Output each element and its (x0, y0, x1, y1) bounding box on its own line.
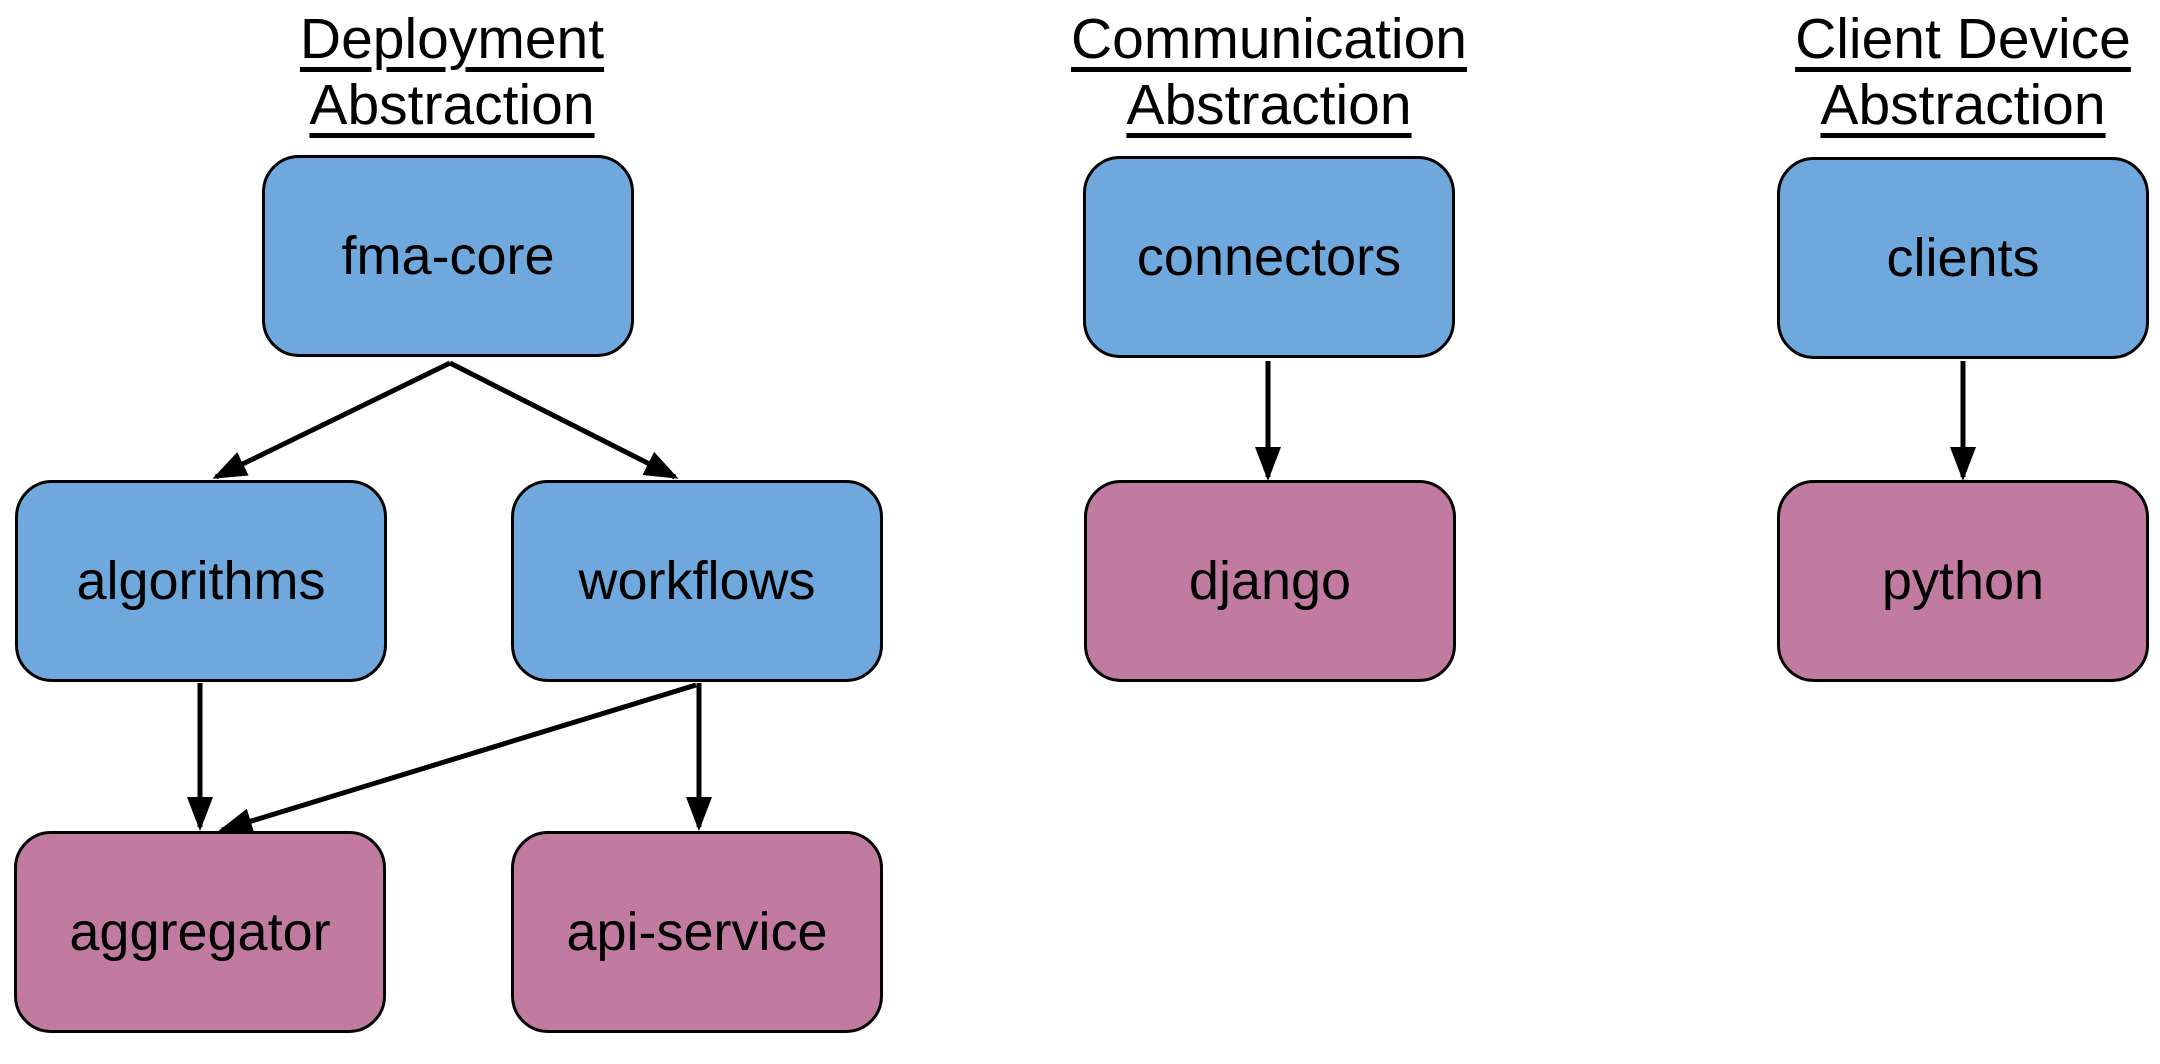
arrow-fma-core-to-workflows (448, 360, 679, 480)
node-label: connectors (1136, 227, 1402, 287)
group-title-line: Abstraction (1126, 73, 1412, 137)
node-label: api-service (566, 902, 828, 962)
node-workflows: workflows (511, 480, 883, 682)
group-title-line: Deployment (299, 7, 605, 71)
node-django: django (1084, 480, 1456, 682)
group-title-line: Abstraction (1820, 73, 2106, 137)
node-label: algorithms (76, 551, 326, 611)
group-title-line: Communication (1071, 7, 1467, 71)
node-connectors: connectors (1083, 156, 1455, 358)
group-title-deployment-abstraction: Deployment Abstraction (132, 6, 772, 138)
node-label: django (1188, 551, 1352, 611)
node-aggregator: aggregator (14, 831, 386, 1033)
arrow-fma-core-to-algorithms (212, 360, 452, 480)
node-label: aggregator (69, 902, 331, 962)
node-algorithms: algorithms (15, 480, 387, 682)
group-title-line: Abstraction (309, 73, 595, 137)
group-title-communication-abstraction: Communication Abstraction (949, 6, 1589, 138)
node-label: clients (1886, 228, 2040, 288)
node-label: fma-core (341, 226, 555, 286)
node-clients: clients (1777, 157, 2149, 359)
node-api-service: api-service (511, 831, 883, 1033)
group-title-client-device-abstraction: Client Device Abstraction (1643, 6, 2160, 138)
node-fma-core: fma-core (262, 155, 634, 357)
group-title-line: Client Device (1795, 7, 2131, 71)
node-label: python (1881, 551, 2045, 611)
arrow-workflows-to-aggregator (218, 682, 697, 834)
node-label: workflows (578, 551, 816, 611)
node-python: python (1777, 480, 2149, 682)
